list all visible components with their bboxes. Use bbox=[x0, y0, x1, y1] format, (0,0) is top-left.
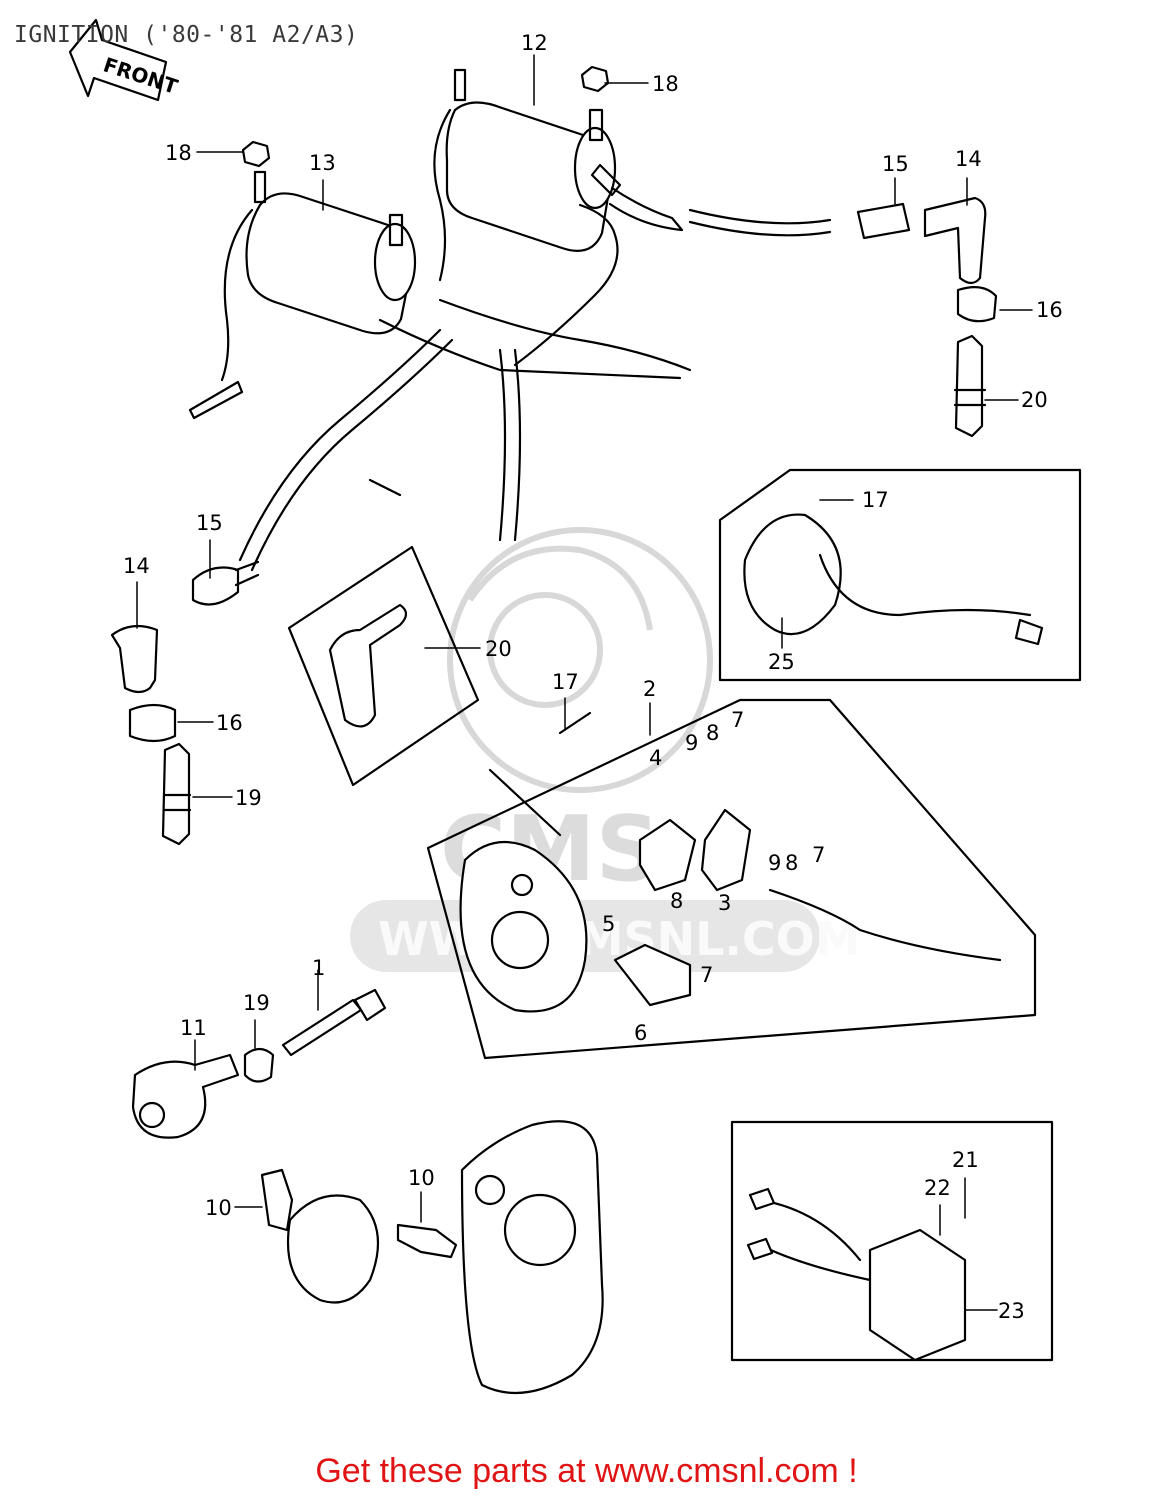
callout-24: 23 bbox=[998, 1299, 1025, 1323]
spark-plug-cap-left bbox=[110, 560, 260, 846]
ht-lead-left bbox=[238, 328, 522, 572]
callout-10-right: 10 bbox=[408, 1166, 435, 1190]
callout-18-right: 18 bbox=[652, 72, 679, 96]
inset-box-21 bbox=[287, 545, 480, 787]
callout-14-right: 14 bbox=[955, 147, 982, 171]
callout-8-upper: 8 bbox=[706, 721, 719, 745]
page-title: IGNITION ('80-'81 A2/A3) bbox=[14, 22, 359, 48]
callout-13: 13 bbox=[309, 151, 336, 175]
nut-18-upper bbox=[580, 65, 610, 93]
leader-lines bbox=[136, 54, 1033, 1311]
pickup-assembly-box bbox=[426, 698, 1037, 1060]
callout-7-upper: 7 bbox=[731, 708, 744, 732]
callout-16-left: 16 bbox=[216, 711, 243, 735]
callout-15-right: 15 bbox=[882, 152, 909, 176]
advancer-11 bbox=[131, 1053, 240, 1139]
callout-9-upper: 9 bbox=[685, 731, 698, 755]
callout-17-left: 17 bbox=[552, 670, 579, 694]
callout-15-left: 15 bbox=[196, 511, 223, 535]
callout-6: 6 bbox=[634, 1021, 647, 1045]
collar-19 bbox=[243, 1047, 275, 1083]
clamp-10-right bbox=[396, 1223, 458, 1259]
callout-9-lower: 9 bbox=[768, 851, 781, 875]
callout-18-left: 18 bbox=[165, 141, 192, 165]
ignition-coil-13 bbox=[188, 170, 692, 420]
callout-5: 5 bbox=[602, 912, 615, 936]
nut-18-lower bbox=[241, 140, 271, 168]
callout-12: 12 bbox=[521, 31, 548, 55]
callout-19: 19 bbox=[243, 991, 270, 1015]
callout-17-right: 17 bbox=[862, 488, 889, 512]
clamp-10-left bbox=[260, 1168, 294, 1232]
callout-7-lower: 7 bbox=[700, 963, 713, 987]
callout-3: 3 bbox=[718, 891, 731, 915]
callout-20-right: 20 bbox=[1021, 388, 1048, 412]
callout-1: 1 bbox=[312, 956, 325, 980]
inset-box-25 bbox=[718, 468, 1082, 682]
callout-2: 2 bbox=[643, 677, 656, 701]
callout-23: 22 bbox=[924, 1176, 951, 1200]
inset-box-24 bbox=[730, 1120, 1054, 1362]
bolt-1 bbox=[281, 988, 387, 1057]
ignition-coil-12 bbox=[433, 68, 684, 367]
callout-11: 11 bbox=[180, 1016, 207, 1040]
callout-4: 4 bbox=[649, 746, 662, 770]
callout-7-right: 7 bbox=[812, 843, 825, 867]
engine-cover bbox=[460, 1120, 604, 1395]
callout-14-left: 14 bbox=[123, 554, 150, 578]
gasket-cap bbox=[286, 1194, 380, 1304]
callout-21: 20 bbox=[485, 637, 512, 661]
callout-labels: 12 13 18 18 15 14 16 20 17 25 15 14 16 1… bbox=[123, 31, 1063, 1323]
callout-8-lower: 8 bbox=[670, 889, 683, 913]
callout-22: 21 bbox=[952, 1148, 979, 1172]
footer-link-text[interactable]: Get these parts at www.cmsnl.com ! bbox=[315, 1452, 858, 1490]
callout-16-right: 16 bbox=[1036, 298, 1063, 322]
callout-10-left: 10 bbox=[205, 1196, 232, 1220]
callout-20-left: 19 bbox=[235, 786, 262, 810]
callout-25: 25 bbox=[768, 650, 795, 674]
front-arrow-icon: FRONT bbox=[68, 18, 181, 102]
ht-lead-right bbox=[688, 196, 998, 438]
callout-8-right: 8 bbox=[785, 851, 798, 875]
